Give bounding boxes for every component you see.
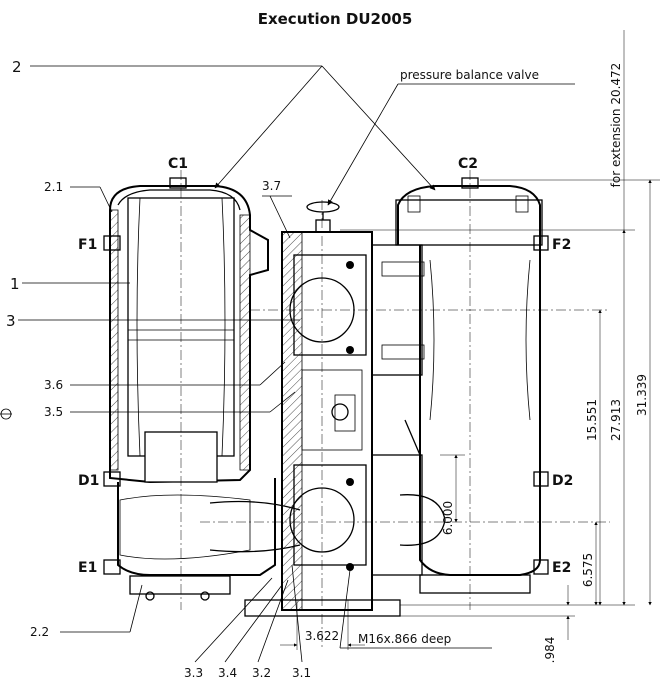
dim-3622: 3.622 xyxy=(305,629,339,643)
part-label-2-2: 2.2 xyxy=(30,625,49,639)
port-callouts: C1 C2 F1 F2 D1 D2 E1 E2 xyxy=(78,156,573,576)
extension-note: for extension 20.472 xyxy=(609,63,623,188)
part-label-3-5: 3.5 xyxy=(44,405,63,419)
right-filter-housing xyxy=(395,170,549,610)
part-label-2-1: 2.1 xyxy=(44,180,63,194)
center-valve-block xyxy=(244,200,425,650)
part-labels: 2 2.1 1 3 3.6 3.5 3.7 2.2 3.3 3.4 3.2 3.… xyxy=(0,58,539,680)
part-label-1: 1 xyxy=(10,275,20,293)
dimension-lines xyxy=(280,30,660,650)
dim-984: .984 xyxy=(543,637,557,664)
pressure-balance-valve-label: pressure balance valve xyxy=(400,68,539,82)
callout-d1: D1 xyxy=(78,473,99,489)
callout-d2: D2 xyxy=(552,473,573,489)
leader-lines xyxy=(18,65,575,663)
dim-6575: 6.575 xyxy=(581,553,595,587)
part-label-3-3: 3.3 xyxy=(184,666,203,680)
callout-e1: E1 xyxy=(78,560,97,576)
callout-f2: F2 xyxy=(552,237,571,253)
callout-c1: C1 xyxy=(168,156,188,172)
left-filter-housing xyxy=(103,170,301,610)
dim-31339: 31.339 xyxy=(635,374,649,416)
part-label-3: 3 xyxy=(6,312,16,330)
part-label-2: 2 xyxy=(12,58,22,76)
dim-15551: 15.551 xyxy=(585,399,599,441)
dim-6000: 6.000 xyxy=(441,501,455,535)
dim-27913: 27.913 xyxy=(609,399,623,441)
callout-e2: E2 xyxy=(552,560,571,576)
bolt-spec-label: M16x.866 deep xyxy=(358,632,451,646)
dimension-labels: 15.551 27.913 31.339 6.000 6.575 .984 3.… xyxy=(305,63,649,664)
part-label-3-4: 3.4 xyxy=(218,666,237,680)
part-label-3-1: 3.1 xyxy=(292,666,311,680)
drawing-title: Execution DU2005 xyxy=(258,10,413,28)
part-label-3-7: 3.7 xyxy=(262,179,281,193)
callout-c2: C2 xyxy=(458,156,478,172)
part-label-3-6: 3.6 xyxy=(44,378,63,392)
callout-f1: F1 xyxy=(78,237,97,253)
part-label-3-2: 3.2 xyxy=(252,666,271,680)
